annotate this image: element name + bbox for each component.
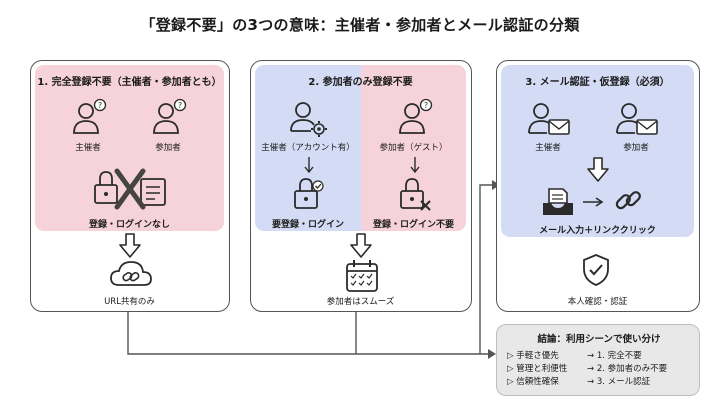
panel2-organizer-label: 主催者（アカウント有） — [261, 143, 355, 153]
participant-mail-icon — [616, 103, 658, 135]
shield-check-icon — [583, 254, 609, 286]
panel3-flow: メール入力＋リンククリック — [539, 226, 656, 236]
lock-crossed-form-icon — [94, 168, 166, 210]
conclusion-title: 結論：利用シーンで使い分け — [537, 334, 661, 345]
panel2-organizer-highlight — [255, 65, 361, 231]
connector-panel1 — [127, 312, 492, 355]
connector-panel3 — [479, 184, 492, 354]
conclusion-box: 結論：利用シーンで使い分け ▷ 手軽さ優先 → 1. 完全不要 ▷ 管理と利便性… — [496, 324, 700, 396]
inbox-document-icon — [543, 188, 573, 215]
panel3-participant-label: 参加者 — [623, 143, 649, 153]
panel2-participant-highlight — [361, 65, 466, 231]
small-down-arrow-icon — [410, 157, 420, 174]
panel3-highlight — [501, 65, 694, 237]
panel1-result: URL共有のみ — [104, 297, 155, 307]
calendar-check-icon — [346, 260, 378, 292]
lock-x-icon — [400, 178, 431, 211]
guest-question-icon: ? — [399, 98, 433, 134]
panel2-title: 2. 参加者のみ登録不要 — [308, 77, 413, 88]
panel3-organizer-label: 主催者 — [535, 143, 561, 153]
panel2-participant-label: 参加者（ゲスト） — [379, 143, 448, 153]
conclusion-row-value: → 3. メール認証 — [587, 377, 651, 387]
panel3-title: 3. メール認証・仮登録（必須） — [525, 77, 670, 88]
svg-text:?: ? — [424, 101, 428, 110]
link-chain-icon — [615, 191, 641, 210]
svg-text:?: ? — [98, 101, 102, 110]
panel2-organizer-status: 要登録・ログイン — [271, 220, 344, 230]
organizer-mail-icon — [528, 103, 570, 135]
participant-question-icon: ? — [153, 98, 187, 134]
panel-participant-only-no-registration: 2. 参加者のみ登録不要 主催者（アカウント有） ? 参加者（ゲスト） — [250, 60, 472, 312]
conclusion-row-value: → 2. 参加者のみ不要 — [587, 364, 668, 374]
conclusion-row-key: ▷ 手軽さ優先 — [507, 351, 559, 361]
down-arrow-icon — [350, 233, 372, 258]
panel1-organizer-label: 主催者 — [75, 143, 101, 153]
panel-email-verification: 3. メール認証・仮登録（必須） 主催者 参加者 メール入力＋リンククリック — [496, 60, 700, 312]
panel-complete-no-registration: 1. 完全登録不要（主催者・参加者とも） ? 主催者 ? 参加者 登録・ログイン… — [30, 60, 230, 312]
svg-text:?: ? — [178, 101, 182, 110]
right-arrow-icon — [583, 197, 604, 207]
panel1-highlight — [35, 65, 224, 231]
panel1-title: 1. 完全登録不要（主催者・参加者とも） — [37, 77, 222, 88]
down-arrow-icon — [119, 233, 141, 258]
panel2-result: 参加者はスムーズ — [326, 297, 395, 307]
panel1-status: 登録・ログインなし — [88, 220, 170, 230]
conclusion-row-value: → 1. 完全不要 — [587, 351, 642, 361]
cloud-link-icon — [110, 261, 152, 286]
organizer-gear-icon — [290, 102, 327, 137]
conclusion-row-key: ▷ 信頼性確保 — [507, 377, 559, 387]
down-arrow-icon — [587, 157, 609, 182]
lock-check-icon — [294, 178, 324, 209]
organizer-question-icon: ? — [73, 98, 107, 134]
conclusion-row-key: ▷ 管理と利便性 — [507, 364, 568, 374]
small-down-arrow-icon — [304, 157, 314, 174]
panel1-participant-label: 参加者 — [155, 143, 181, 153]
panel2-participant-status: 登録・ログイン不要 — [372, 220, 454, 230]
panel3-result: 本人確認・認証 — [567, 297, 628, 307]
arrowhead-conclusion — [488, 349, 496, 359]
diagram-title: 「登録不要」の3つの意味：主催者・参加者とメール認証の分類 — [140, 16, 580, 34]
